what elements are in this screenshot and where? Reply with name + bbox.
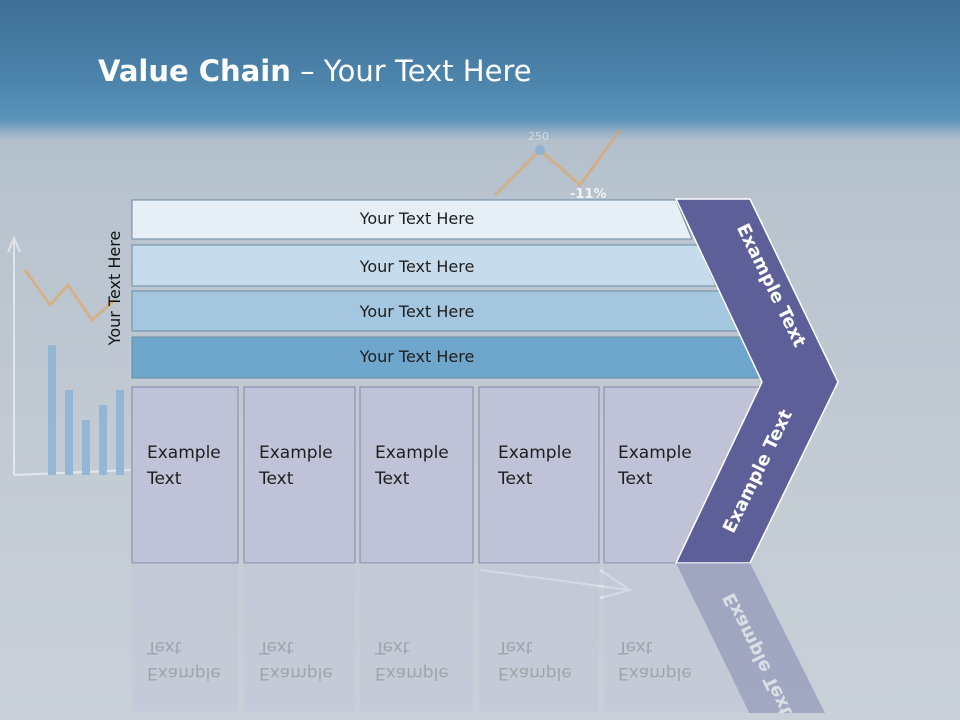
box-1-line-1: Example — [147, 443, 221, 463]
box-2-line-1: Example — [259, 443, 333, 463]
row-3-text: Your Text Here — [359, 302, 475, 321]
side-label: Your Text Here — [105, 230, 124, 346]
box-3-line-2: Text — [375, 469, 410, 489]
box-5-text: Example Text — [618, 440, 718, 492]
row-2-shape — [131, 244, 717, 287]
box-2-text: Example Text — [259, 440, 359, 492]
box-2-shape — [243, 386, 356, 564]
box-3-line-1: Example — [375, 443, 449, 463]
row-2-text: Your Text Here — [359, 257, 475, 276]
box-4-text: Example Text — [498, 440, 598, 492]
box-2-line-2: Text — [259, 469, 294, 489]
title-bold: Value Chain — [98, 54, 291, 88]
box-5-line-2: Text — [618, 469, 653, 489]
box-4-line-2: Text — [498, 469, 533, 489]
box-1-line-2: Text — [147, 469, 182, 489]
title-rest: – Your Text Here — [290, 54, 532, 88]
box-3-shape — [359, 386, 474, 564]
row-1-text: Your Text Here — [359, 209, 475, 228]
box-3-text: Example Text — [375, 440, 475, 492]
background-percent-label: -11% — [570, 187, 607, 202]
box-1-shape — [131, 386, 239, 564]
background-value-label: 250 — [528, 130, 549, 143]
page-title: Value Chain – Your Text Here — [98, 54, 532, 88]
box-5-line-1: Example — [618, 443, 692, 463]
box-1-text: Example Text — [147, 440, 247, 492]
row-4-text: Your Text Here — [359, 347, 475, 366]
chevron-shape — [674, 198, 839, 564]
row-1-shape — [131, 199, 693, 240]
box-4-shape — [478, 386, 600, 564]
box-4-line-1: Example — [498, 443, 572, 463]
header-band — [0, 0, 960, 140]
